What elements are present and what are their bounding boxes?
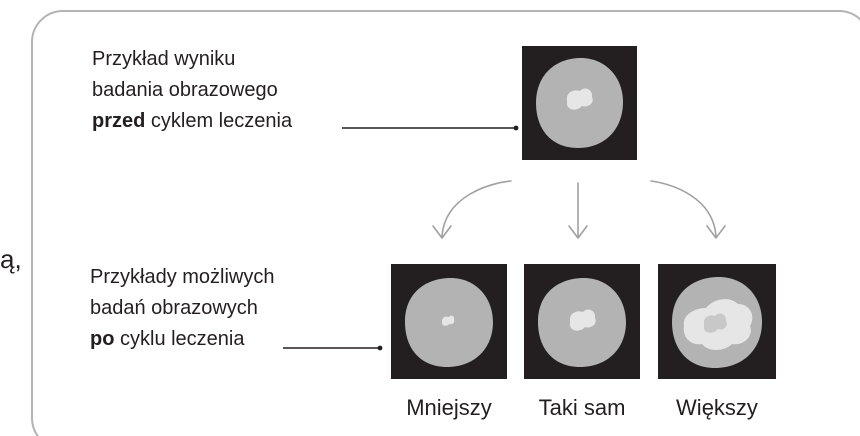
before-caption-line-2: badania obrazowego [92,79,278,101]
arrow-to-larger-head [706,225,726,239]
after-leader-dot [377,345,383,351]
before-caption-line-3-rest: cyklem leczenia [145,110,293,132]
before-caption-emphasis: przed [92,110,146,132]
arrow-to-smaller-head [432,225,452,239]
scan-after-smaller [391,264,507,379]
after-caption-line-3: po cyklu leczenia [90,324,274,355]
after-caption-line-3-rest: cyklu leczenia [114,328,245,350]
outcome-label-same: Taki sam [538,395,626,420]
before-caption-line-1: Przykład wyniku [92,48,236,70]
after-caption-line-2: badań obrazowych [90,297,258,319]
scan-before-treatment [522,46,637,160]
scan-after-same [524,264,640,379]
before-leader-dot [513,125,519,131]
lesion [566,88,593,110]
outcome-label-smaller: Mniejszy [406,395,492,420]
rounded-frame [31,10,860,436]
before-treatment-caption: Przykład wyniku badania obrazowego przed… [92,44,292,137]
lesion-inner [703,313,727,333]
after-caption-emphasis: po [90,328,115,350]
lesion [442,315,455,326]
arrow-to-larger [650,180,717,237]
arrow-to-same-head [568,225,588,239]
outcome-label-larger: Większy [676,395,758,420]
before-caption-line-3: przed cyklem leczenia [92,106,292,137]
scan-after-larger [658,264,776,379]
after-treatment-caption: Przykłady możliwych badań obrazowych po … [90,262,274,355]
lesion [569,309,596,331]
after-caption-line-1: Przykłady możliwych [90,266,275,288]
cut-off-text-fragment: ą, [0,244,22,274]
arrow-to-smaller [441,180,512,237]
